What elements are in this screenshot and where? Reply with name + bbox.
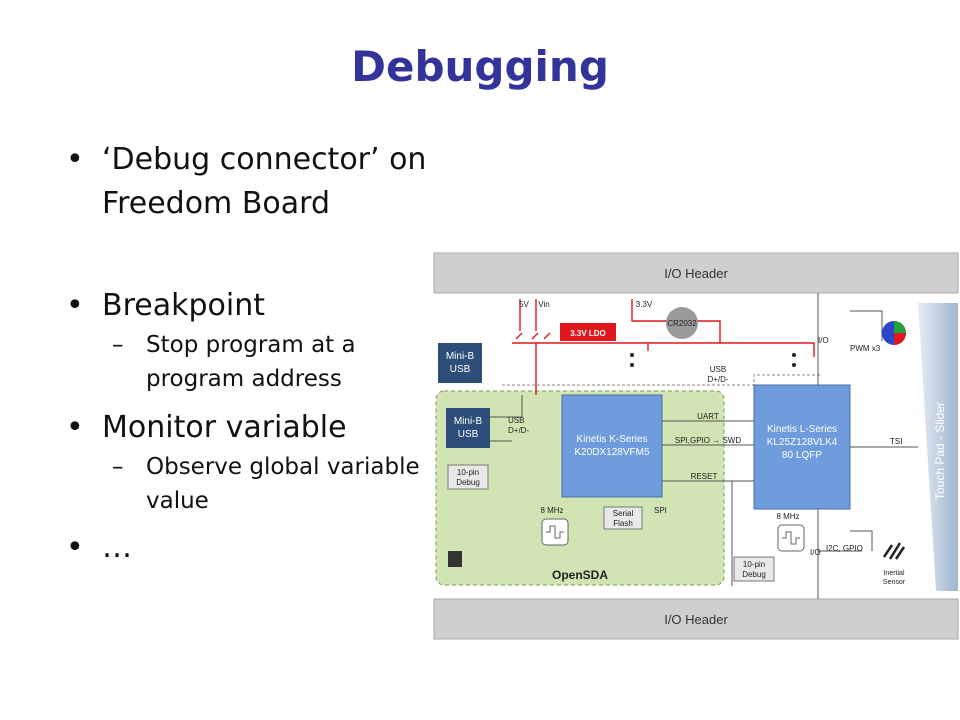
label-io-top: I/O (818, 336, 829, 345)
ldo-label: 3.3V LDO (570, 329, 606, 338)
ten-pin-debug-left-line2: Debug (456, 478, 480, 487)
cr2032-label: CR2032 (667, 319, 697, 328)
ldo-3v3 (560, 323, 616, 341)
label-5v: 5V (519, 300, 529, 309)
node-dot-1 (630, 353, 634, 357)
ten-pin-debug-bottom (733, 556, 775, 582)
bullet-spacer (62, 226, 452, 284)
label-dpm-left: D+/D- (508, 426, 529, 435)
kinetis-l-series-chip (753, 384, 851, 510)
label-spi: SPI (654, 506, 667, 515)
k-series-line1: Kinetis K-Series (576, 434, 647, 445)
crystal-left-symbol (546, 525, 564, 539)
k-series-line2: K20DX128VFM5 (574, 447, 649, 458)
bullet-ellipsis: … (62, 526, 452, 570)
bullet-monitor-variable: Monitor variable (62, 406, 452, 450)
usb-dashed-boundary (502, 374, 820, 386)
label-tsi: TSI (890, 437, 902, 446)
l-series-line2: KL25Z128VLK4 (767, 437, 838, 448)
label-3v3: 3.3V (636, 300, 653, 309)
rgb-led-green (894, 321, 906, 333)
ten-pin-debug-bottom-line2: Debug (742, 570, 766, 579)
l-series-line3: 80 LQFP (782, 450, 822, 461)
label-reset: RESET (691, 472, 718, 481)
kinetis-k-series-chip (561, 394, 663, 498)
mini-b-usb-lower-line2: USB (458, 429, 479, 440)
cr2032-coin-cell (666, 307, 698, 339)
touch-pad-label: Touch Pad - Slider (933, 402, 947, 500)
sub-bullet-stop-program: Stop program at a program address (62, 328, 452, 396)
opensda-label: OpenSDA (552, 568, 608, 582)
rgb-led-red (894, 333, 906, 345)
io-header-top-label: I/O Header (664, 266, 728, 281)
label-spi-gpio-swd: SPI,GPIO → SWD (675, 436, 741, 445)
label-dpm-top: D+/D- (707, 375, 728, 384)
node-dot-4 (792, 363, 796, 367)
serial-flash (603, 506, 643, 530)
power-diodes (515, 332, 551, 340)
ten-pin-debug-bottom-line1: 10-pin (743, 560, 765, 569)
mini-b-usb-lower-line1: Mini-B (454, 416, 483, 427)
connector-component (448, 551, 462, 567)
node-dot-2 (630, 363, 634, 367)
inertial-sensor-line1: Inertial (883, 570, 904, 577)
inertial-sensor-line2: Sensor (883, 579, 906, 586)
touch-pad-slider (918, 303, 958, 591)
freedom-board-block-diagram: I/O Header I/O Header OpenSDA Touch Pad … (432, 251, 960, 645)
label-8mhz-left: 8 MHz (540, 506, 563, 515)
l-series-line1: Kinetis L-Series (767, 424, 837, 435)
io-header-bottom (433, 598, 959, 640)
bullet-list: ‘Debug connector’ on Freedom Board Break… (62, 138, 452, 570)
label-usb-left: USB (508, 416, 524, 425)
block-diagram-svg: I/O Header I/O Header OpenSDA Touch Pad … (433, 252, 959, 640)
ten-pin-debug-left-line1: 10-pin (457, 468, 479, 477)
ten-pin-debug-left (447, 464, 489, 490)
bullet-breakpoint: Breakpoint (62, 284, 452, 328)
label-8mhz-right: 8 MHz (776, 512, 799, 521)
serial-flash-line1: Serial (613, 509, 634, 518)
label-vin: Vin (538, 300, 549, 309)
io-header-top (433, 252, 959, 294)
label-uart: UART (697, 412, 719, 421)
label-i2c-gpio: I2C, GPIO (826, 544, 863, 553)
inertial-sensor-logo-marks (882, 542, 906, 560)
label-usb-top: USB (710, 365, 726, 374)
label-pwm: PWM x3 (850, 344, 881, 353)
power-rail-horizontal (512, 342, 815, 357)
label-io-bottom: I/O (810, 548, 821, 557)
io-header-bottom-label: I/O Header (664, 612, 728, 627)
bullet-debug-connector: ‘Debug connector’ on Freedom Board (62, 138, 452, 226)
mini-b-usb-top (438, 343, 482, 383)
mini-b-usb-lower (446, 408, 490, 448)
signal-lines-right (850, 310, 918, 551)
slide-title: Debugging (351, 42, 609, 91)
mini-b-usb-top-line2: USB (450, 364, 471, 375)
crystal-right-symbol (782, 531, 800, 545)
mini-b-usb-top-line1: Mini-B (446, 351, 475, 362)
node-dot-3 (792, 353, 796, 357)
sub-bullet-observe-global: Observe global variable value (62, 450, 452, 518)
serial-flash-line2: Flash (613, 519, 633, 528)
